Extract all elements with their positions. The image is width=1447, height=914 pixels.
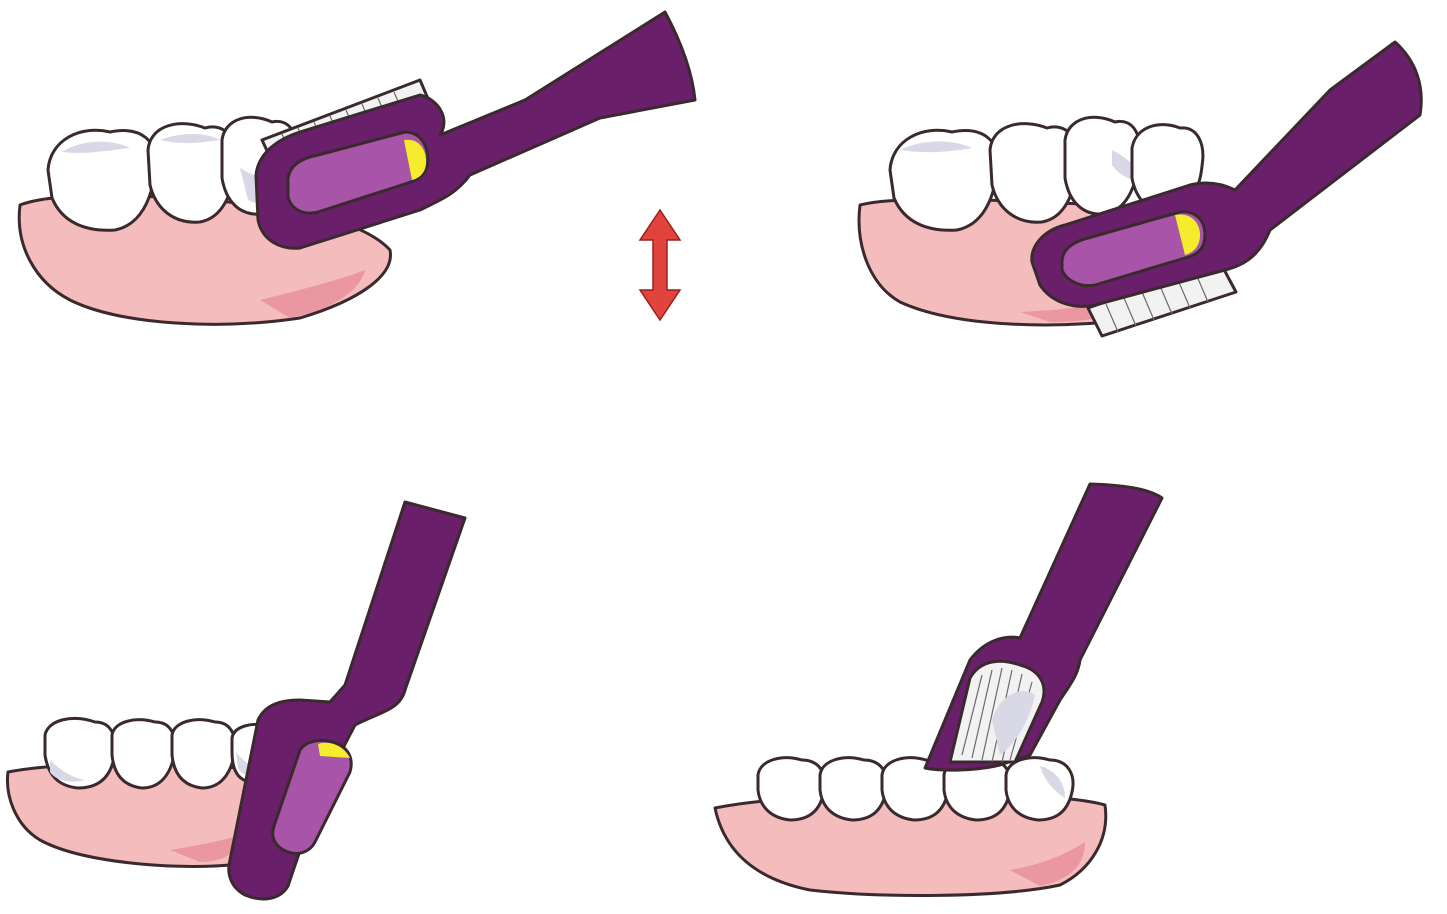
panel-front-vertical-brushing (0, 490, 490, 914)
teeth-row (45, 718, 280, 788)
teeth-row (758, 758, 1073, 820)
up-down-arrow-icon (640, 210, 680, 320)
panel-outer-surface-brushing (0, 0, 720, 360)
toothbrush (229, 502, 465, 899)
toothbrush (925, 484, 1162, 770)
panel-inner-surface-brushing (840, 30, 1440, 350)
panel-chewing-surface-brushing (700, 470, 1180, 914)
toothbrush (256, 12, 695, 248)
